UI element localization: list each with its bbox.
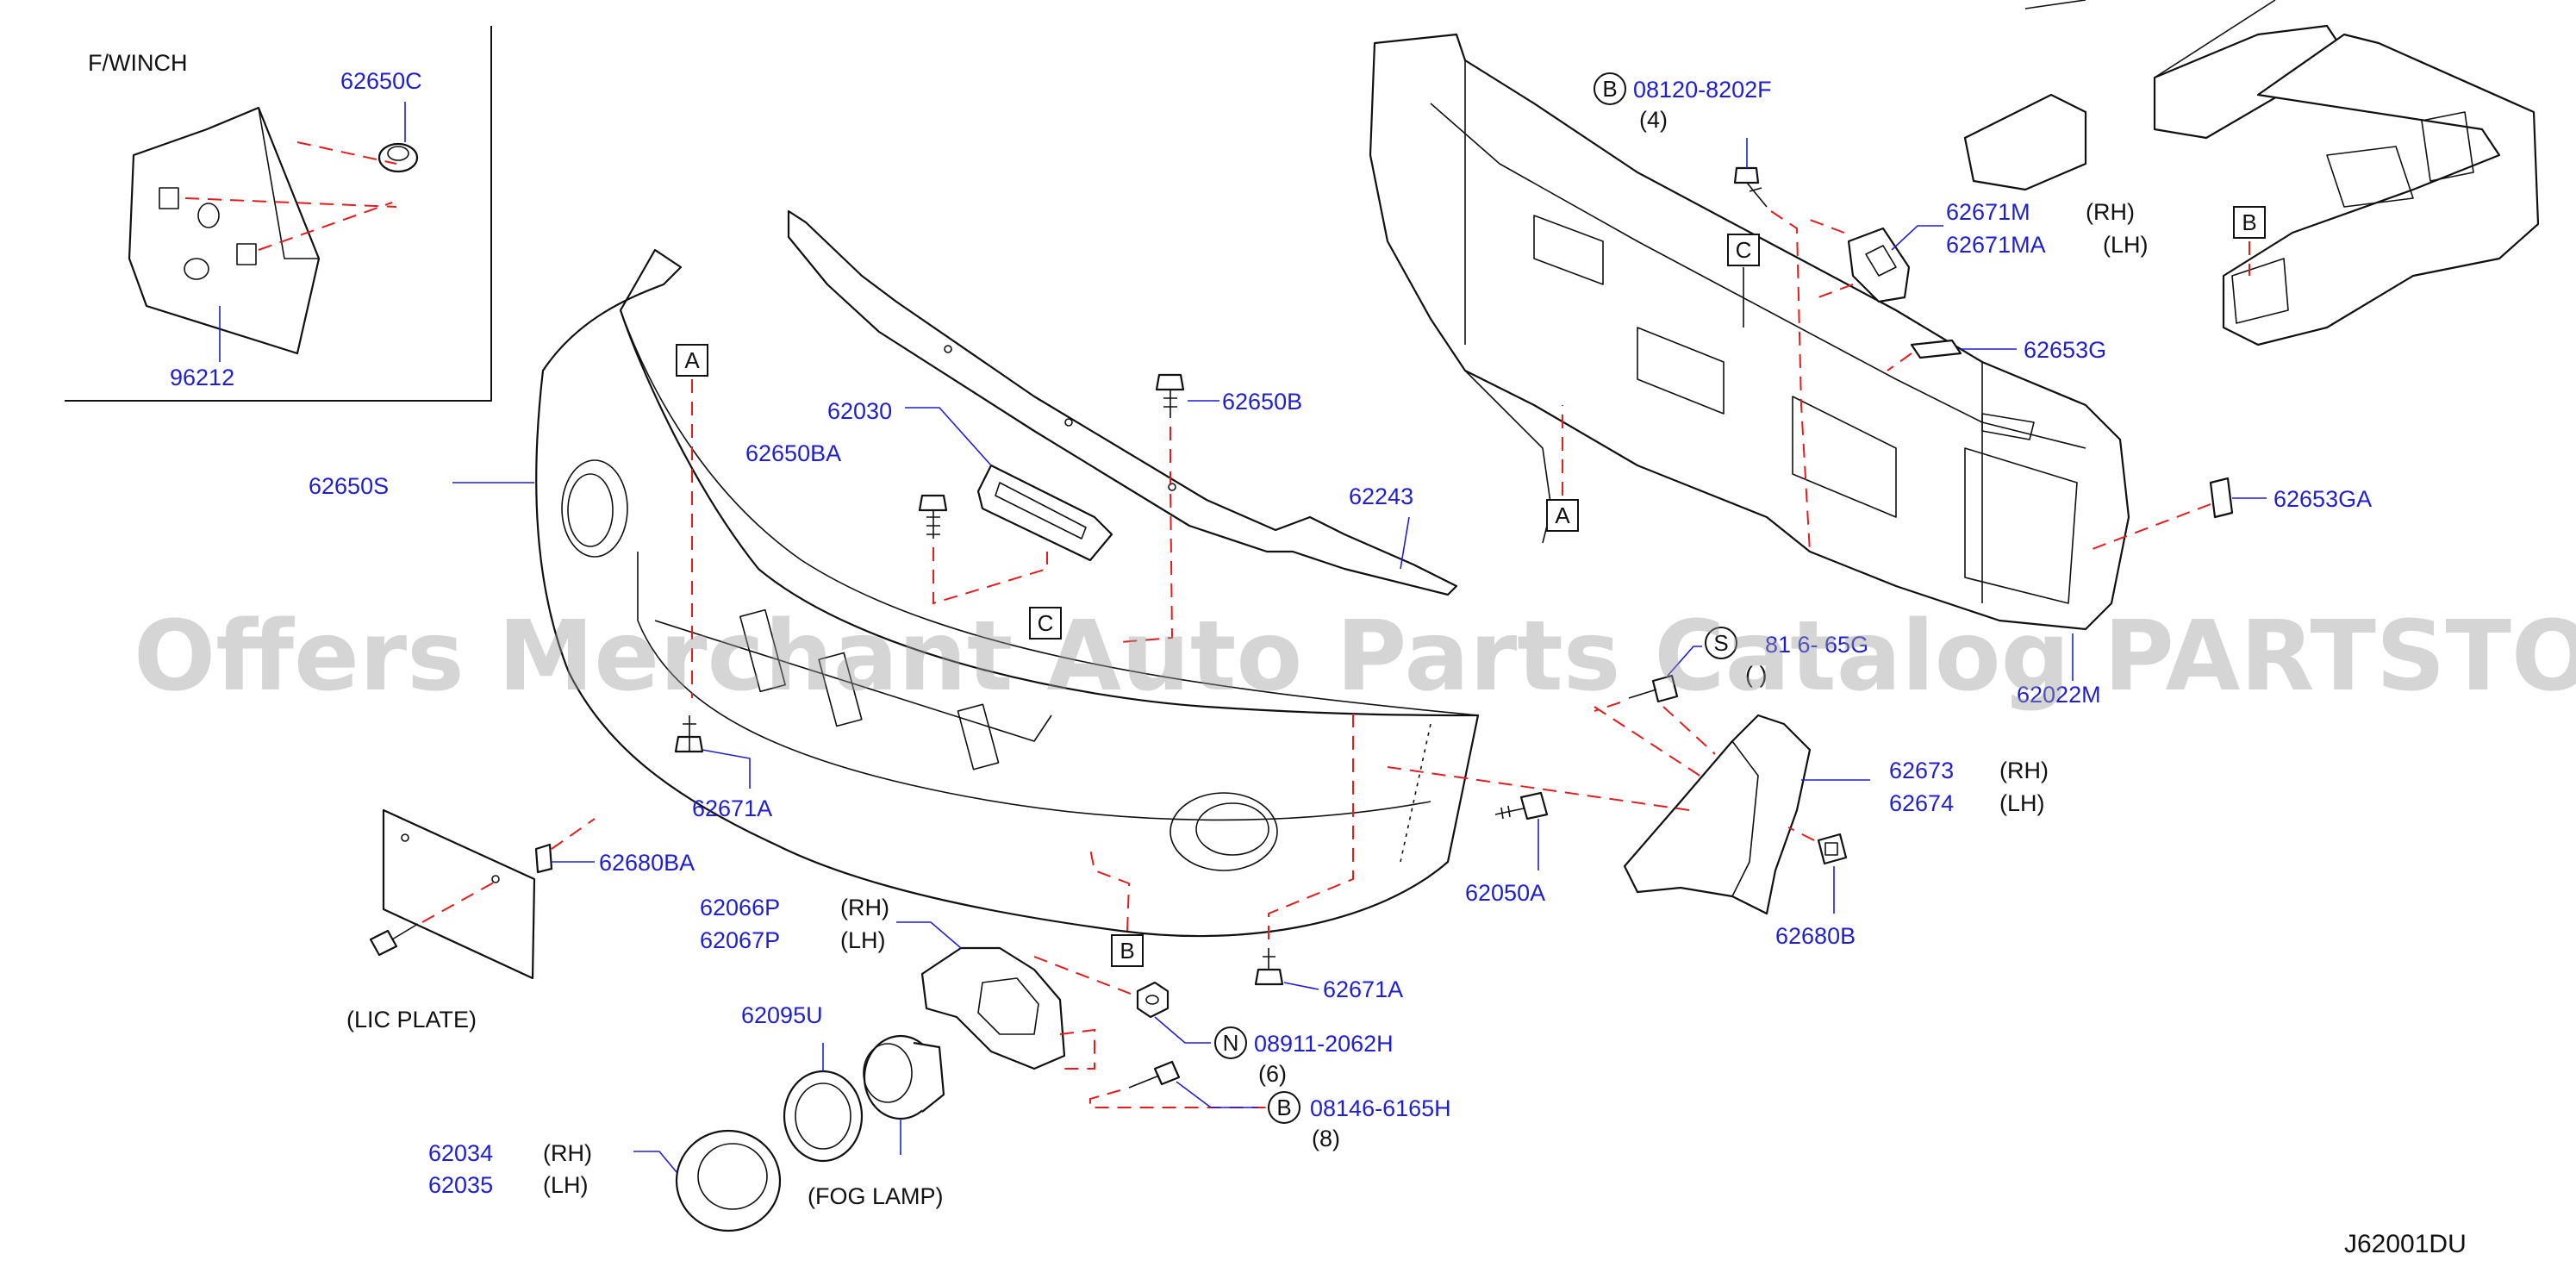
winch-inset: F/WINCH 62650C 96212 bbox=[65, 26, 492, 402]
diagram-code: J62001DU bbox=[2344, 1230, 2467, 1258]
callout-08911-2062H-qty: (6) bbox=[1258, 1061, 1287, 1087]
svg-text:C: C bbox=[1038, 610, 1054, 636]
svg-text:S: S bbox=[1713, 630, 1728, 656]
bolt-62650ba: 62650BA bbox=[745, 440, 1048, 605]
note-lic-plate: (LIC PLATE) bbox=[346, 1007, 477, 1033]
callout-62653G: 62653G bbox=[2024, 337, 2106, 363]
finisher-62034 bbox=[675, 1129, 782, 1232]
callout-62034-side: (RH) bbox=[543, 1140, 592, 1166]
callout-62671M-side: (RH) bbox=[2086, 199, 2135, 225]
callout-96212: 96212 bbox=[170, 365, 234, 390]
svg-text:B: B bbox=[1120, 938, 1134, 964]
callout-62671A-left: 62671A bbox=[692, 795, 772, 821]
ref-box-b-center: B bbox=[1111, 934, 1144, 967]
callout-81-6-65G: 81 6- 65G bbox=[1765, 632, 1868, 658]
side-bracket-62673: 62673 (RH) 62674 (LH) bbox=[1387, 706, 2049, 915]
bolt-62671a-left: 62671A bbox=[674, 715, 772, 821]
pad-62653ga: 62653GA bbox=[2085, 477, 2372, 552]
svg-text:A: A bbox=[1555, 502, 1570, 528]
svg-text:A: A bbox=[684, 347, 700, 373]
vehicle-frame: B bbox=[1963, 0, 2540, 346]
ref-box-b-frame: B bbox=[2233, 206, 2266, 239]
callout-81-6-65G-qty: ( ) bbox=[1745, 662, 1767, 688]
ref-box-c-left: C bbox=[1029, 607, 1062, 640]
license-plate-bracket: 62680BA (LIC PLATE) bbox=[346, 808, 695, 1033]
callout-62653GA: 62653GA bbox=[2273, 486, 2372, 512]
svg-text:B: B bbox=[1602, 76, 1617, 102]
ref-box-a-left: A bbox=[676, 344, 708, 377]
callout-62671M: 62671M bbox=[1946, 199, 2030, 225]
note-fog-lamp: (FOG LAMP) bbox=[808, 1183, 944, 1209]
bracket-62030: 62030 bbox=[827, 398, 1113, 562]
reinforcement-62243: 62243 bbox=[787, 209, 1458, 596]
callout-62650B: 62650B bbox=[1222, 389, 1302, 415]
callout-08911-2062H: 08911-2062H bbox=[1254, 1031, 1394, 1057]
ref-circ-b-upper: B bbox=[1594, 72, 1626, 105]
callout-62680B: 62680B bbox=[1775, 923, 1856, 949]
callout-08120-8202F-qty: (4) bbox=[1639, 107, 1668, 133]
fog-lamp-assembly: (FOG LAMP) 62095U 62034 (RH) 62035 (LH) bbox=[428, 1002, 945, 1232]
callout-62243: 62243 bbox=[1349, 484, 1413, 509]
ref-circ-n: N bbox=[1214, 1026, 1247, 1059]
callout-62030: 62030 bbox=[827, 398, 892, 424]
bolt-08146-6165h: B 08146-6165H (8) bbox=[1089, 1060, 1451, 1151]
ref-box-a-right: A bbox=[1546, 499, 1579, 532]
callout-08146-6165H-qty: (8) bbox=[1312, 1126, 1340, 1151]
callout-62680BA: 62680BA bbox=[599, 850, 695, 876]
clip-62680b: 62680B bbox=[1775, 827, 1856, 949]
callout-62671MA: 62671MA bbox=[1946, 232, 2046, 258]
winch-bracket-96212 bbox=[128, 106, 321, 355]
screw-62050a: 62050A bbox=[1465, 791, 1549, 906]
callout-62067P-side: (LH) bbox=[840, 927, 886, 953]
nut-08911-2062h: N 08911-2062H (6) bbox=[1136, 981, 1394, 1087]
collar-62650c bbox=[377, 142, 419, 173]
screw-81-6-65g: S 81 6- 65G ( ) bbox=[1594, 627, 1868, 755]
callout-62050A: 62050A bbox=[1465, 880, 1545, 906]
callout-08146-6165H: 08146-6165H bbox=[1310, 1095, 1451, 1121]
watermark: Offers Merchant Auto Parts Catalog PARTS… bbox=[134, 601, 2576, 713]
pad-62653g: 62653G bbox=[1887, 337, 2106, 371]
ref-circ-b-lower: B bbox=[1268, 1091, 1300, 1124]
callout-62022M: 62022M bbox=[2017, 682, 2101, 708]
callout-62035: 62035 bbox=[428, 1172, 493, 1198]
inset-title: F/WINCH bbox=[88, 50, 187, 76]
fog-hole-right bbox=[1169, 792, 1278, 871]
svg-text:N: N bbox=[1223, 1030, 1239, 1056]
callout-62650BA: 62650BA bbox=[745, 440, 841, 466]
callout-62067P: 62067P bbox=[700, 927, 780, 953]
callout-62066P-side: (RH) bbox=[840, 895, 889, 920]
callout-62066P: 62066P bbox=[700, 895, 780, 920]
callout-62034: 62034 bbox=[428, 1140, 493, 1166]
callout-62674-side: (LH) bbox=[1999, 790, 2045, 816]
callout-62671MA-side: (LH) bbox=[2103, 232, 2149, 258]
bolt-08120-8202f: B 08120-8202F (4) bbox=[1594, 72, 1811, 552]
callout-62650C: 62650C bbox=[340, 68, 422, 94]
callout-62671A-right: 62671A bbox=[1323, 976, 1403, 1002]
bumper-fascia-62650s: 62650S bbox=[309, 248, 1480, 938]
callout-08120-8202F: 08120-8202F bbox=[1633, 77, 1772, 103]
callout-62674: 62674 bbox=[1889, 790, 1954, 816]
svg-text:C: C bbox=[1736, 237, 1752, 263]
bolt-62650b: 62650B bbox=[1120, 373, 1302, 643]
callout-62673: 62673 bbox=[1889, 758, 1954, 783]
bolt-62671a-right: 62671A bbox=[1254, 707, 1403, 1002]
ref-circ-s: S bbox=[1705, 627, 1737, 659]
callout-62673-side: (RH) bbox=[1999, 758, 2049, 783]
fog-lamp-bracket: 62066P (RH) 62067P (LH) bbox=[700, 895, 1147, 1070]
callout-62095U: 62095U bbox=[741, 1002, 823, 1028]
ref-box-c-right: C bbox=[1727, 234, 1760, 266]
fog-hole-left bbox=[561, 459, 628, 558]
callout-62035-side: (LH) bbox=[543, 1172, 589, 1198]
svg-text:B: B bbox=[2242, 209, 2256, 235]
bracket-62671m: 62671M (RH) 62671MA (LH) bbox=[1809, 199, 2149, 303]
callout-62650S: 62650S bbox=[309, 473, 389, 499]
svg-text:B: B bbox=[1276, 1095, 1291, 1120]
